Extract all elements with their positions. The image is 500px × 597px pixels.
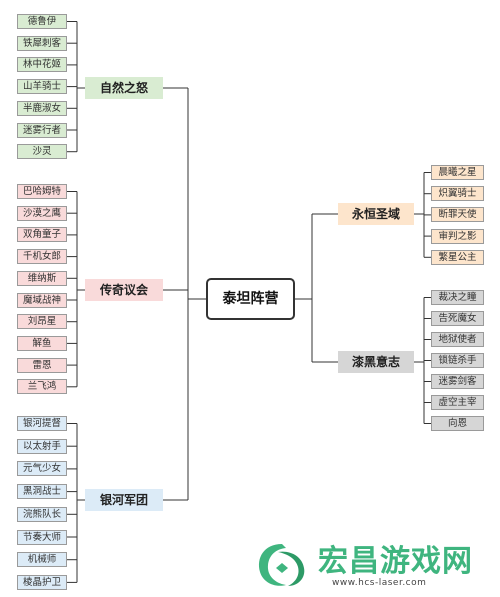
leaf-node[interactable]: 断罪天使: [431, 207, 484, 223]
leaf-node[interactable]: 山羊骑士: [17, 79, 67, 95]
leaf-node[interactable]: 告死魔女: [431, 311, 484, 326]
root-node[interactable]: 泰坦阵营: [206, 278, 295, 320]
leaf-node[interactable]: 解鱼: [17, 335, 67, 351]
leaf-node[interactable]: 迷雾剑客: [431, 374, 484, 389]
leaf-node[interactable]: 半鹿淑女: [17, 100, 67, 116]
leaf-node[interactable]: 德鲁伊: [17, 14, 67, 29]
branch-node[interactable]: 自然之怒: [85, 77, 163, 99]
leaf-node[interactable]: 双角童子: [17, 227, 67, 243]
watermark-logo-icon: [258, 544, 305, 586]
leaf-node[interactable]: 铁犀刺客: [17, 35, 67, 51]
leaf-node[interactable]: 沙灵: [17, 144, 67, 160]
leaf-node[interactable]: 炽翼骑士: [431, 186, 484, 202]
branch-node[interactable]: 传奇议会: [85, 279, 163, 301]
leaf-node[interactable]: 锁链杀手: [431, 353, 484, 368]
leaf-node[interactable]: 兰飞鸿: [17, 379, 67, 395]
leaf-node[interactable]: 以太射手: [17, 438, 67, 454]
leaf-node[interactable]: 晨曦之星: [431, 165, 484, 180]
leaf-node[interactable]: 浣熊队长: [17, 506, 67, 522]
watermark-url: www.hcs-laser.com: [332, 578, 427, 588]
leaf-node[interactable]: 巴哈姆特: [17, 184, 67, 199]
leaf-node[interactable]: 审判之影: [431, 228, 484, 244]
leaf-node[interactable]: 迷雾行者: [17, 122, 67, 138]
leaf-node[interactable]: 银河提督: [17, 416, 67, 431]
branch-node[interactable]: 永恒圣域: [338, 203, 414, 225]
leaf-node[interactable]: 机械师: [17, 552, 67, 568]
branch-node[interactable]: 银河军团: [85, 489, 163, 511]
leaf-node[interactable]: 元气少女: [17, 461, 67, 477]
leaf-node[interactable]: 沙漠之鹰: [17, 205, 67, 221]
branch-node[interactable]: 漆黑意志: [338, 351, 414, 373]
leaf-node[interactable]: 维纳斯: [17, 270, 67, 286]
leaf-node[interactable]: 雷恩: [17, 357, 67, 373]
leaf-node[interactable]: 节奏大师: [17, 529, 67, 545]
leaf-node[interactable]: 千机女郎: [17, 249, 67, 265]
leaf-node[interactable]: 刘昂星: [17, 314, 67, 330]
leaf-node[interactable]: 黑洞战士: [17, 484, 67, 500]
leaf-node[interactable]: 地狱使者: [431, 332, 484, 347]
leaf-node[interactable]: 向恩: [431, 416, 484, 431]
leaf-node[interactable]: 林中花姬: [17, 57, 67, 73]
leaf-node[interactable]: 魔域战神: [17, 292, 67, 308]
leaf-node[interactable]: 虚空主宰: [431, 395, 484, 410]
leaf-node[interactable]: 繁星公主: [431, 249, 484, 265]
leaf-node[interactable]: 棱晶护卫: [17, 574, 67, 590]
watermark-site-name: 宏昌游戏网: [318, 544, 473, 579]
leaf-node[interactable]: 裁决之瞳: [431, 290, 484, 305]
